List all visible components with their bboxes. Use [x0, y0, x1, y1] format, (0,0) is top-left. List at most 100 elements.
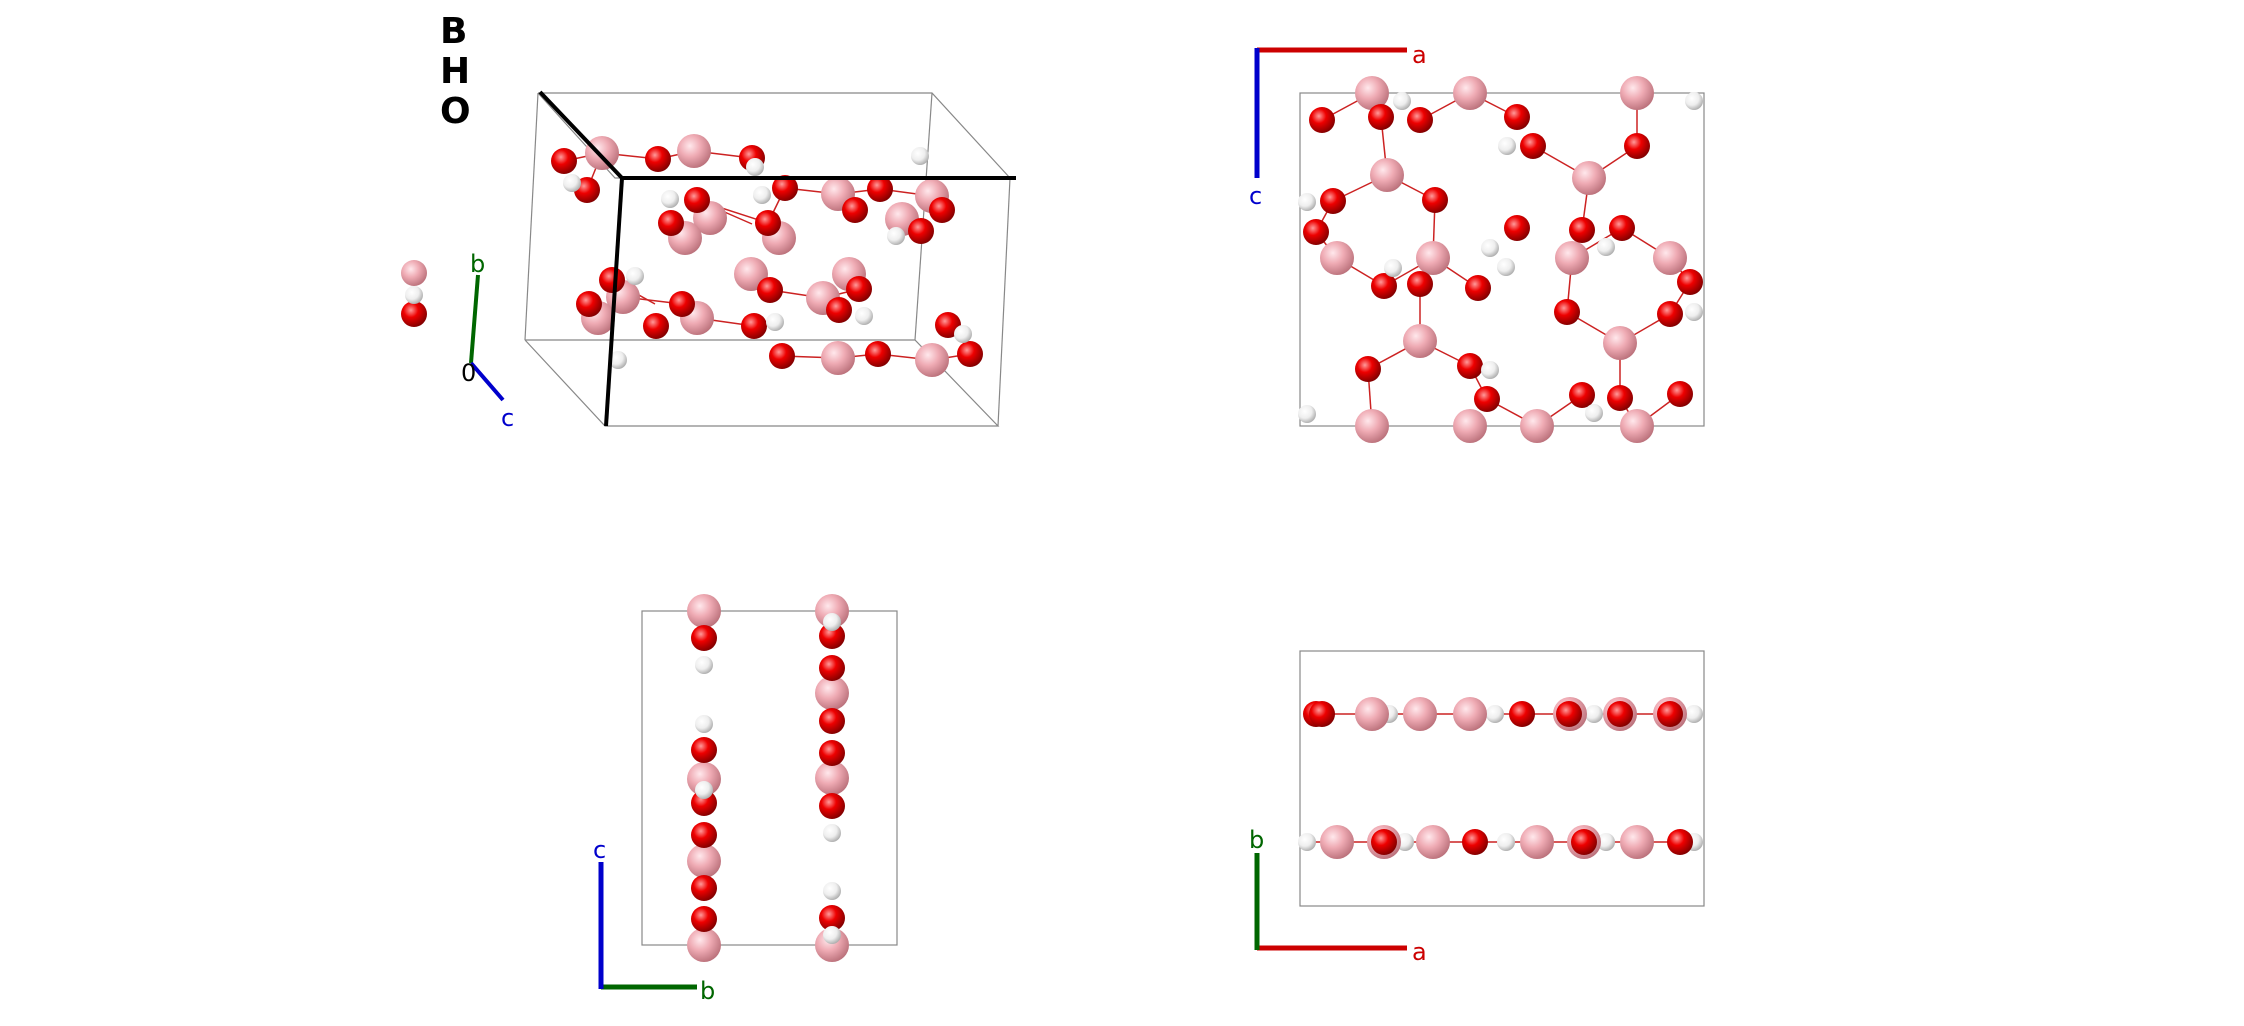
oxygen-atom: [1569, 382, 1595, 408]
oxygen-atom: [1554, 299, 1580, 325]
oxygen-atom: [599, 267, 625, 293]
oxygen-atom: [846, 276, 872, 302]
axis-b-label: b: [470, 250, 485, 278]
element-label-o: O: [440, 91, 471, 132]
oxygen-atom: [1571, 829, 1597, 855]
oxygen-atom: [1520, 133, 1546, 159]
oxygen-atom: [1457, 353, 1483, 379]
oxygen-atom: [691, 875, 717, 901]
hydrogen-atom: [1396, 833, 1414, 851]
hydrogen-atom: [1497, 258, 1515, 276]
oxygen-atom: [551, 148, 577, 174]
hydrogen-atom: [1298, 833, 1316, 851]
oxygen-atom: [819, 740, 845, 766]
boron-atom: [1520, 409, 1554, 443]
boron-atom: [677, 134, 711, 168]
axis-c-line: [469, 361, 505, 402]
oxygen-atom: [772, 175, 798, 201]
hydrogen-atom: [1393, 92, 1411, 110]
oxygen-atom: [826, 297, 852, 323]
oxygen-atom: [691, 906, 717, 932]
axis-triad-ac: a c: [1249, 41, 1427, 210]
hydrogen-atom: [695, 781, 713, 799]
oxygen-atom: [819, 905, 845, 931]
boron-atom: [1620, 409, 1654, 443]
oxygen-atom: [1569, 217, 1595, 243]
boron-atom: [1355, 76, 1389, 110]
boron-atom: [1572, 161, 1606, 195]
hydrogen-atom: [746, 158, 764, 176]
oxygen-atom: [819, 623, 845, 649]
hydrogen-atom: [695, 715, 713, 733]
hydrogen-atom: [1498, 137, 1516, 155]
oxygen-atom: [1371, 273, 1397, 299]
oxygen-atom: [929, 197, 955, 223]
oxygen-atom: [865, 341, 891, 367]
oxygen-atom: [1667, 829, 1693, 855]
oxygen-atom: [1509, 701, 1535, 727]
hydrogen-atom: [823, 613, 841, 631]
oxygen-atom: [1624, 133, 1650, 159]
hydrogen-atom: [823, 926, 841, 944]
oxygen-atom: [1609, 215, 1635, 241]
hydrogen-atom: [1384, 259, 1402, 277]
oxygen-atom: [1667, 381, 1693, 407]
bond-layer: [563, 150, 971, 361]
oxygen-atom: [1556, 701, 1582, 727]
oxygen-atom: [1657, 701, 1683, 727]
boron-atom: [1555, 241, 1589, 275]
hydrogen-atom: [1497, 833, 1515, 851]
hydrogen-atom: [855, 307, 873, 325]
element-legend: B H O: [440, 11, 471, 132]
oxygen-atom: [1309, 701, 1335, 727]
axis-triad-perspective: b c 0: [461, 250, 514, 432]
oxygen-atom: [691, 737, 717, 763]
boron-atom: [1416, 825, 1450, 859]
oxygen-atom: [908, 218, 934, 244]
oxygen-atom: [1371, 829, 1397, 855]
axis-c-label: c: [1249, 182, 1262, 210]
axis-a-label: a: [1412, 41, 1427, 69]
atom-layer: [687, 594, 849, 962]
hydrogen-atom: [1481, 239, 1499, 257]
hydrogen-atom: [1685, 303, 1703, 321]
boron-atom: [687, 928, 721, 962]
hydrogen-atom: [1486, 705, 1504, 723]
hydrogen-atom: [823, 824, 841, 842]
hydrogen-atom: [823, 882, 841, 900]
oxygen-atom: [1504, 215, 1530, 241]
boron-atom: [1520, 825, 1554, 859]
oxygen-atom: [819, 655, 845, 681]
oxygen-atom: [867, 176, 893, 202]
boron-atom: [1370, 158, 1404, 192]
oxygen-atom: [643, 313, 669, 339]
hydrogen-atom: [1298, 405, 1316, 423]
hydrogen-atom: [1585, 705, 1603, 723]
axis-c-label: c: [501, 404, 514, 432]
perspective-view: b c 0: [401, 90, 1016, 432]
view-bc: b c: [593, 594, 898, 1005]
unit-cell-outline: [641, 610, 898, 946]
hydrogen-atom: [911, 147, 929, 165]
oxygen-atom: [576, 291, 602, 317]
element-label-b: B: [440, 11, 467, 52]
hydrogen-atom: [1597, 238, 1615, 256]
oxygen-atom: [1607, 385, 1633, 411]
axis-b-line: [469, 274, 480, 364]
axis-c-label: c: [593, 836, 606, 864]
view-ab: a b: [1249, 650, 1705, 966]
boron-atom: [1603, 326, 1637, 360]
hydrogen-atom: [753, 186, 771, 204]
partial-atoms-edge: [401, 260, 427, 327]
hydrogen-atom: [887, 227, 905, 245]
unit-cell-outline: [1299, 92, 1705, 427]
oxygen-atom: [691, 625, 717, 651]
boron-atom: [1620, 825, 1654, 859]
oxygen-atom: [669, 291, 695, 317]
oxygen-atom: [957, 341, 983, 367]
boron-atom: [821, 341, 855, 375]
axis-triad-bc: b c: [593, 836, 715, 1005]
hydrogen-atom: [1481, 361, 1499, 379]
hydrogen-atom: [1585, 404, 1603, 422]
hydrogen-atom: [609, 351, 627, 369]
